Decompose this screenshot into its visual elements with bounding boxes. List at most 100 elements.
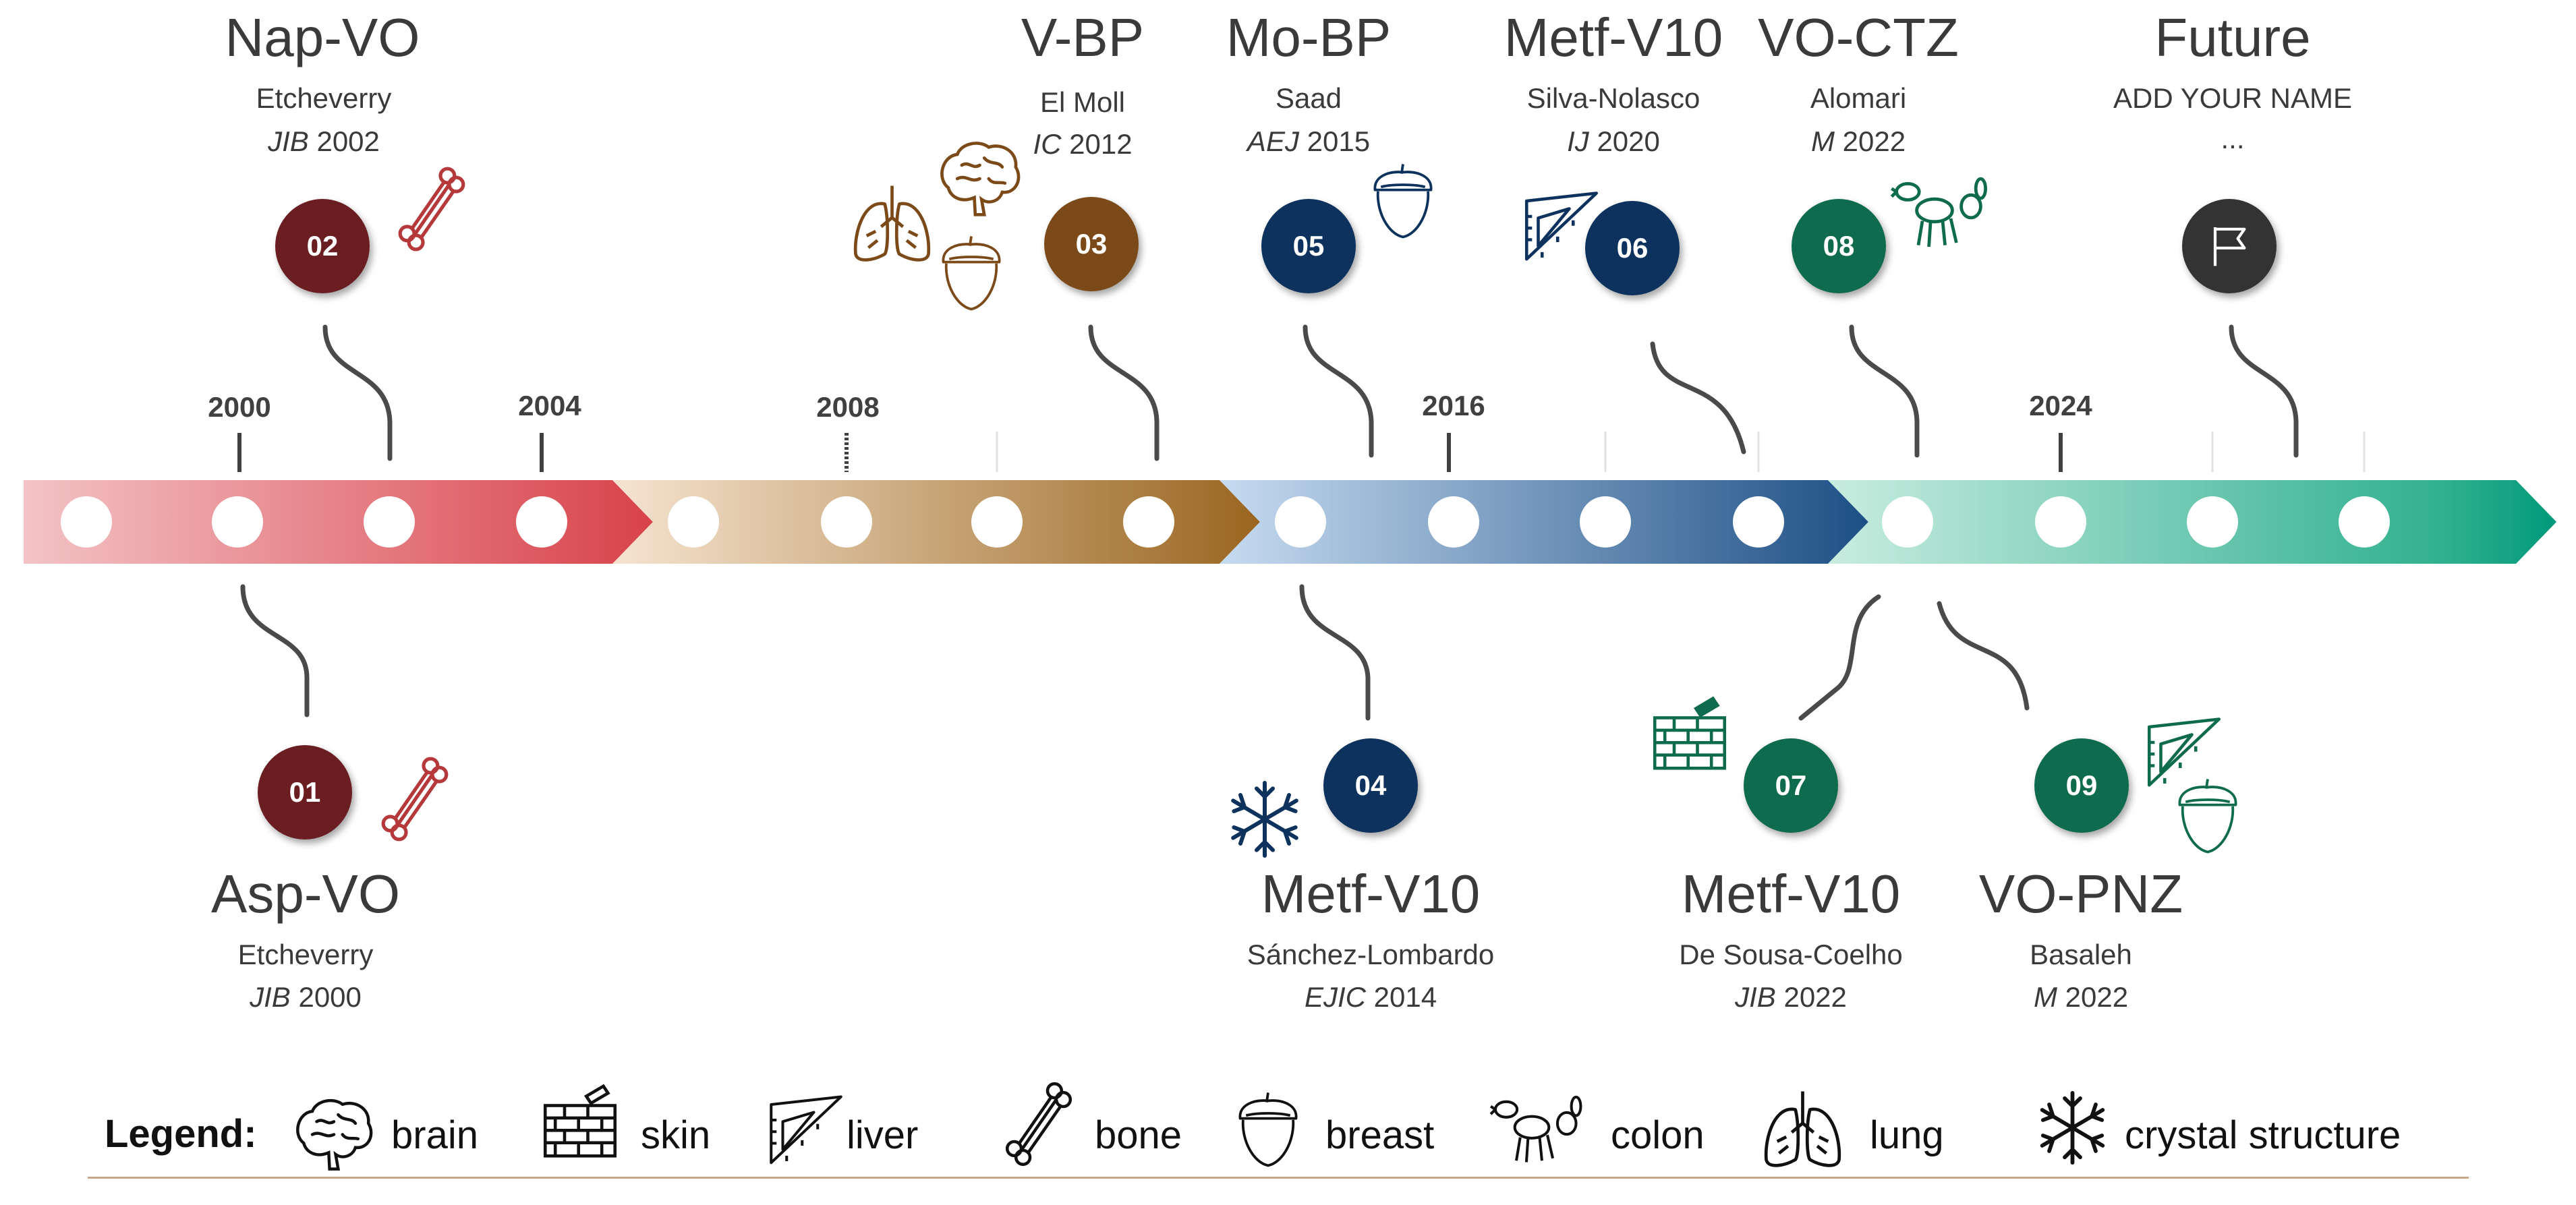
connector-04 [1299, 584, 1371, 721]
legend-label: brain [391, 1113, 478, 1157]
year-label: 2004 [518, 390, 581, 421]
brain-icon [296, 1098, 373, 1171]
lung-icon [853, 185, 931, 262]
connector-05 [1303, 324, 1374, 458]
year-label: 2016 [1422, 390, 1485, 421]
entry-year: 2002 [316, 125, 380, 157]
entry-author: Sánchez-Lombardo [1247, 939, 1495, 970]
entry-title: Metf-V10 [1261, 864, 1481, 924]
liver-icon [770, 1095, 842, 1165]
entry-number-badge: 01 [258, 745, 352, 840]
entry-citation: JIB 2000 [250, 981, 362, 1013]
entry-author: Etcheverry [237, 939, 374, 970]
entry-year: 2012 [1069, 128, 1133, 160]
entry-title: Metf-V10 [1681, 864, 1901, 924]
crystal-structure-icon [2040, 1090, 2105, 1165]
entry-citation: AEJ 2015 [1247, 125, 1370, 158]
legend-label: lung [1870, 1113, 1944, 1157]
future-line1: ADD YOUR NAME [2113, 82, 2352, 114]
legend-divider [88, 1177, 2469, 1179]
entry-journal: IC [1033, 128, 1062, 160]
entry-journal: EJIC [1304, 981, 1366, 1013]
breast-icon [942, 236, 1001, 311]
entry-number-badge: 02 [275, 199, 370, 293]
entry-journal: M [2033, 981, 2057, 1013]
crystal-structure-icon [1231, 781, 1298, 858]
entry-title: V-BP [1021, 7, 1145, 67]
entry-citation: EJIC 2014 [1305, 981, 1437, 1013]
connector-03 [1088, 324, 1160, 461]
entry-number-badge: 07 [1744, 738, 1838, 833]
timeline-dot [212, 496, 263, 548]
entry-year: 2014 [1373, 981, 1437, 1013]
connector-08 [1849, 324, 1920, 458]
entry-number-badge: 04 [1323, 738, 1418, 833]
entry-journal: JIB [250, 981, 291, 1013]
entry-title: Asp-VO [210, 864, 401, 924]
bone-icon [398, 167, 465, 252]
entry-title: Mo-BP [1226, 7, 1392, 67]
timeline-dot [1733, 496, 1784, 548]
legend-label: skin [641, 1113, 711, 1157]
timeline-dot [1123, 496, 1174, 548]
entry-journal: JIB [268, 125, 309, 157]
entry-journal: JIB [1735, 981, 1776, 1013]
year-label: 2008 [816, 391, 880, 423]
entry-author: De Sousa-Coelho [1679, 939, 1903, 970]
entry-title: Metf-V10 [1504, 7, 1723, 67]
entry-year: 2015 [1307, 125, 1371, 157]
entry-journal: M [1810, 125, 1835, 157]
brain-icon [940, 142, 1021, 216]
connector-future [2229, 324, 2299, 458]
liver-icon [2147, 717, 2221, 787]
entry-journal: AEJ [1247, 125, 1299, 157]
liver-icon [1524, 192, 1599, 261]
year-label: 2024 [2029, 390, 2092, 421]
flag-icon [2213, 227, 2246, 266]
timeline-dot [1580, 496, 1631, 548]
entry-year: 2022 [2065, 981, 2129, 1013]
entry-journal: IJ [1567, 125, 1589, 157]
timeline-dots [61, 496, 2390, 548]
year-ticks [237, 433, 2063, 472]
entry-citation: JIB 2022 [1735, 981, 1847, 1013]
legend-label: colon [1611, 1113, 1705, 1157]
lung-icon [1764, 1091, 1841, 1167]
colon-icon [1890, 177, 1987, 247]
entry-author: Basaleh [2030, 939, 2132, 970]
timeline-dot [971, 496, 1023, 548]
entry-title: VO-CTZ [1758, 7, 1959, 67]
timeline-dot [668, 496, 719, 548]
entry-year: 2022 [1783, 981, 1847, 1013]
future-badge [2182, 199, 2277, 293]
legend-title: Legend: [105, 1112, 257, 1156]
connectors [240, 324, 2299, 721]
timeline-dot [61, 496, 112, 548]
timeline-dot [2187, 496, 2238, 548]
timeline-dot [2339, 496, 2390, 548]
entry-citation: M 2022 [1811, 125, 1906, 158]
minor-ticks [996, 432, 2366, 472]
entry-year: 2000 [298, 981, 362, 1013]
timeline-segment-blue [1220, 480, 1868, 564]
entry-year: 2022 [1842, 125, 1906, 157]
entry-author: Silva-Nolasco [1526, 82, 1700, 114]
skin-icon [1653, 696, 1727, 770]
legend-label: bone [1095, 1113, 1182, 1157]
entry-author: Etcheverry [256, 82, 392, 114]
bone-icon [381, 757, 449, 842]
entry-title: Future [2154, 7, 2311, 67]
connector-07 [1798, 594, 1881, 721]
colon-icon [1489, 1095, 1582, 1163]
timeline-dot [364, 496, 415, 548]
entry-title: VO-PNZ [1978, 864, 2183, 924]
connector-06 [1650, 341, 1746, 454]
entry-number-badge: 03 [1044, 197, 1139, 291]
entry-citation: M 2022 [2034, 981, 2128, 1013]
entry-number-badge: 09 [2034, 738, 2129, 833]
connector-01 [240, 584, 310, 717]
entry-number-badge: 05 [1261, 199, 1356, 293]
timeline-dot [2035, 496, 2086, 548]
timeline-dot [1882, 496, 1933, 548]
